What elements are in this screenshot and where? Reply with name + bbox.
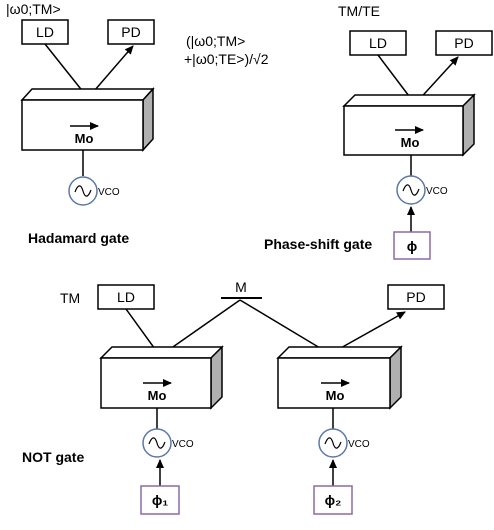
- phase-shift-vco-label: VCO: [426, 186, 448, 197]
- phase-shift-photodetector-label: PD: [454, 35, 473, 51]
- not-gate-beam-3: [239, 299, 331, 355]
- hadamard-modulator-label: Mo: [75, 131, 94, 146]
- not-gate-modulator-2-side: [389, 345, 402, 410]
- phase-shift-gate-caption: Phase-shift gate: [264, 236, 372, 252]
- hadamard-output-state-line2: +|ω0;TE>)/√2: [184, 51, 269, 67]
- hadamard-gate: |ω0;TM> LD PD (|ω0;TM> +|ω0;TE>)/√2 Mo V…: [6, 1, 269, 246]
- not-gate: TM LD M PD Mo VCO ϕ₁ Mo: [22, 279, 445, 515]
- phase-shift-laser-diode-label: LD: [369, 35, 387, 51]
- phase-shift-input-state: TM/TE: [338, 3, 380, 19]
- not-gate-modulator-1-top: [99, 346, 224, 359]
- not-gate-mirror-label: M: [235, 279, 247, 295]
- sine-wave-icon: [402, 184, 420, 196]
- not-gate-phi-2-box: [313, 485, 353, 515]
- hadamard-input-state: |ω0;TM>: [6, 1, 61, 17]
- hadamard-laser-diode-label: LD: [36, 24, 54, 40]
- hadamard-photodetector-label: PD: [121, 24, 140, 40]
- sine-wave-icon: [324, 437, 342, 449]
- not-gate-vco-1-label: VCO: [172, 439, 194, 450]
- hadamard-output-state-line1: (|ω0;TM>: [186, 33, 245, 49]
- not-gate-modulator-2-label: Mo: [326, 388, 345, 403]
- phase-shift-photodetector-box: [435, 30, 493, 56]
- phase-shift-modulator-label: Mo: [401, 135, 420, 150]
- not-gate-modulator-2-top: [276, 346, 403, 359]
- hadamard-modulator-side: [142, 87, 154, 152]
- not-gate-caption: NOT gate: [22, 449, 84, 465]
- not-gate-phi-1-box: [140, 485, 180, 515]
- not-gate-modulator-1-side: [210, 345, 223, 410]
- not-gate-modulator-1-label: Mo: [148, 388, 167, 403]
- phase-shift-modulator-top: [342, 94, 476, 107]
- phase-shift-phi-label: ϕ: [407, 238, 418, 254]
- not-gate-photodetector-box: [387, 284, 445, 310]
- not-gate-vco-2-label: VCO: [348, 439, 370, 450]
- hadamard-gate-caption: Hadamard gate: [28, 230, 129, 246]
- not-gate-photodetector-label: PD: [406, 289, 425, 305]
- not-gate-phi-1-label: ϕ₁: [152, 492, 168, 508]
- hadamard-modulator-box: [21, 99, 144, 151]
- not-gate-input-state: TM: [60, 290, 80, 306]
- hadamard-vco-label: VCO: [98, 187, 120, 198]
- hadamard-photodetector-box: [107, 19, 155, 45]
- sine-wave-icon: [148, 437, 166, 449]
- phase-shift-modulator-side: [462, 93, 475, 157]
- not-gate-phi-2-label: ϕ₂: [325, 492, 342, 508]
- sine-wave-icon: [74, 185, 92, 197]
- hadamard-modulator-top: [20, 88, 155, 101]
- not-gate-laser-diode-label: LD: [117, 289, 135, 305]
- phase-shift-phi-box: [393, 231, 431, 260]
- phase-shift-gate: TM/TE LD PD Mo VCO ϕ Phase-shift gate: [264, 3, 493, 260]
